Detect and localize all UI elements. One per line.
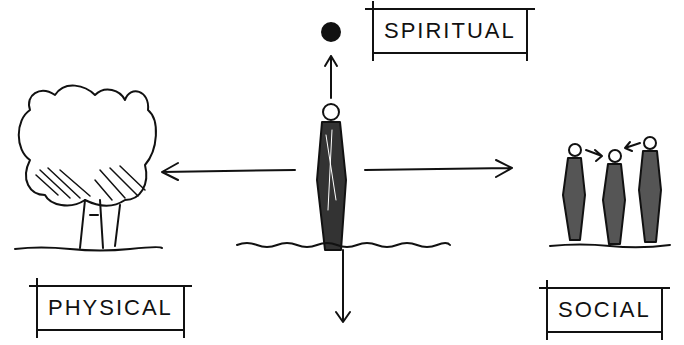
box-overshoot — [365, 1, 535, 61]
direction-arrows — [162, 23, 512, 322]
box-overshoot — [29, 278, 192, 338]
social-box: SOCIAL — [546, 287, 663, 333]
box-label: SPIRITUAL — [384, 18, 516, 44]
box-overshoot — [539, 280, 670, 340]
box-label: SOCIAL — [558, 297, 651, 323]
tree-figure — [15, 86, 162, 251]
box-label: PHYSICAL — [48, 295, 173, 321]
person-figure — [317, 104, 346, 250]
people-group — [550, 137, 670, 247]
spiritual-box: SPIRITUAL — [372, 8, 528, 54]
physical-box: PHYSICAL — [36, 285, 185, 331]
